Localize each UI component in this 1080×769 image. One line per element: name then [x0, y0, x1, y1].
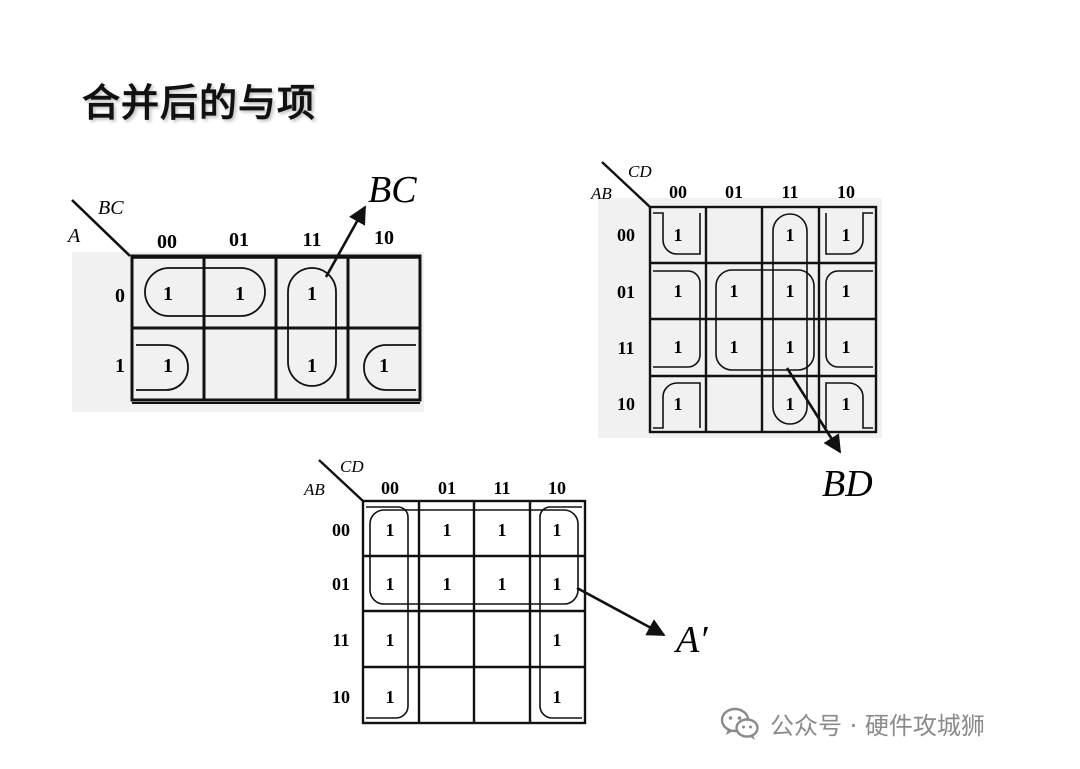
- map1-cell-value: 1: [163, 283, 173, 305]
- map3-cell-value: 1: [498, 574, 507, 594]
- map3-cell-value: 1: [443, 574, 452, 594]
- map3-row-label: 00: [332, 520, 350, 540]
- map1-col-label: 01: [229, 229, 249, 251]
- map1-groupings: [136, 267, 416, 391]
- map2-groupings: [653, 212, 873, 429]
- map2-cell-value: 1: [730, 337, 739, 357]
- map2-row-label: 01: [617, 282, 635, 302]
- map2-col-label: 10: [837, 182, 855, 202]
- map3-groupings: [366, 506, 582, 719]
- map2-row-label: 00: [617, 225, 635, 245]
- map2-cell-value: 1: [674, 337, 683, 357]
- map2-cell-value: 1: [674, 281, 683, 301]
- map2-loop-wrap-left: [653, 270, 701, 368]
- map1-loop-wrap-left: [136, 344, 189, 391]
- map1-loop-bc: [287, 267, 337, 387]
- wechat-icon: [720, 707, 759, 740]
- map2-cell-value: 1: [786, 281, 795, 301]
- map2-col-var: CD: [628, 162, 652, 181]
- map3-col-label: 01: [438, 478, 456, 498]
- map3-cell-value: 1: [553, 520, 562, 540]
- map1-cell-value: 1: [235, 283, 245, 305]
- map2-loop-col11: [772, 213, 808, 425]
- map3-row-label: 11: [332, 630, 349, 650]
- map3-cell-value: 1: [553, 687, 562, 707]
- map2-cell-value: 1: [674, 394, 683, 414]
- map2-cell-value: 1: [842, 394, 851, 414]
- watermark-text: 公众号 · 硬件攻城狮: [770, 712, 985, 740]
- kmap-a-prime: CD AB 00 01 11 10 00 01 11 10 1 1 1 1 1 …: [303, 457, 708, 725]
- map3-cell-value: 1: [386, 630, 395, 650]
- map1-cell-value: 1: [163, 355, 173, 377]
- map3-arrow: [576, 586, 666, 637]
- map2-corner-bottomleft: [653, 382, 701, 429]
- map3-cell-value: 1: [386, 520, 395, 540]
- map1-row-var: A: [66, 225, 81, 247]
- map3-loop-a-prime: [369, 509, 579, 605]
- map2-cell-value: 1: [786, 225, 795, 245]
- map1-background: [72, 252, 424, 412]
- map1-col-label: 11: [303, 229, 322, 251]
- map3-col-label: 11: [493, 478, 510, 498]
- map3-col-var: CD: [340, 457, 364, 476]
- map3-cell-value: 1: [386, 687, 395, 707]
- map1-arrow: [324, 205, 367, 278]
- map2-arrow: [785, 367, 842, 454]
- map3-corner-diagonal: [318, 459, 364, 502]
- map2-row-label: 11: [617, 338, 634, 358]
- map1-row-label: 1: [115, 355, 125, 377]
- map3-loop-col10: [539, 506, 582, 719]
- map2-col-label: 00: [669, 182, 687, 202]
- map1-row-label: 0: [115, 285, 125, 307]
- map2-cell-value: 1: [674, 225, 683, 245]
- map2-row-label: 10: [617, 394, 635, 414]
- kmap-bc: BC A 00 01 11 10 0 1 1 1 1 1 1 1: [66, 169, 424, 412]
- map2-row-var: AB: [590, 184, 612, 203]
- map1-col-label: 00: [157, 231, 177, 253]
- map2-corner-diagonal: [601, 161, 651, 208]
- map3-col-label: 10: [548, 478, 566, 498]
- map1-cell-value: 1: [307, 355, 317, 377]
- map1-cell-value: 1: [307, 283, 317, 305]
- map2-cell-value: 1: [786, 337, 795, 357]
- map3-cell-value: 1: [443, 520, 452, 540]
- map1-loop-wrap-right: [363, 344, 416, 391]
- map1-corner-diagonal: [71, 199, 131, 257]
- map2-cell-value: 1: [842, 337, 851, 357]
- map2-loop-wrap-right: [825, 270, 873, 368]
- map2-cell-value: 1: [842, 225, 851, 245]
- map3-result-label: A′: [673, 619, 708, 661]
- map3-cell-value: 1: [386, 574, 395, 594]
- map2-cell-value: 1: [730, 281, 739, 301]
- map2-corner-topright: [825, 212, 873, 255]
- map2-col-label: 11: [781, 182, 798, 202]
- map3-cell-value: 1: [498, 520, 507, 540]
- map2-corner-topleft: [653, 212, 701, 255]
- watermark: 公众号 · 硬件攻城狮: [720, 706, 985, 741]
- map3-row-var: AB: [303, 480, 325, 499]
- map2-result-label: BD: [822, 463, 873, 505]
- map1-col-label: 10: [374, 227, 394, 249]
- map3-row-label: 10: [332, 687, 350, 707]
- kmap-bd: CD AB 00 01 11 10 00 01 11 10 1: [590, 161, 882, 505]
- map3-col-label: 00: [381, 478, 399, 498]
- map2-cell-value: 1: [786, 394, 795, 414]
- map2-grid: [648, 205, 878, 434]
- map2-corner-bottomright: [825, 382, 873, 429]
- map1-grid: [130, 254, 422, 402]
- map3-cell-value: 1: [553, 630, 562, 650]
- map1-loop-row0: [144, 267, 266, 317]
- map1-col-var: BC: [98, 197, 124, 219]
- map1-result-label: BC: [368, 169, 417, 211]
- map3-loop-col00: [366, 506, 409, 719]
- map1-cell-value: 1: [379, 355, 389, 377]
- page-title: 合并后的与项: [82, 81, 317, 125]
- map3-row-label: 01: [332, 574, 350, 594]
- map3-grid: [361, 499, 587, 725]
- map2-cell-value: 1: [842, 281, 851, 301]
- map2-col-label: 01: [725, 182, 743, 202]
- map2-loop-bd-center: [715, 269, 815, 371]
- map3-cell-value: 1: [553, 574, 562, 594]
